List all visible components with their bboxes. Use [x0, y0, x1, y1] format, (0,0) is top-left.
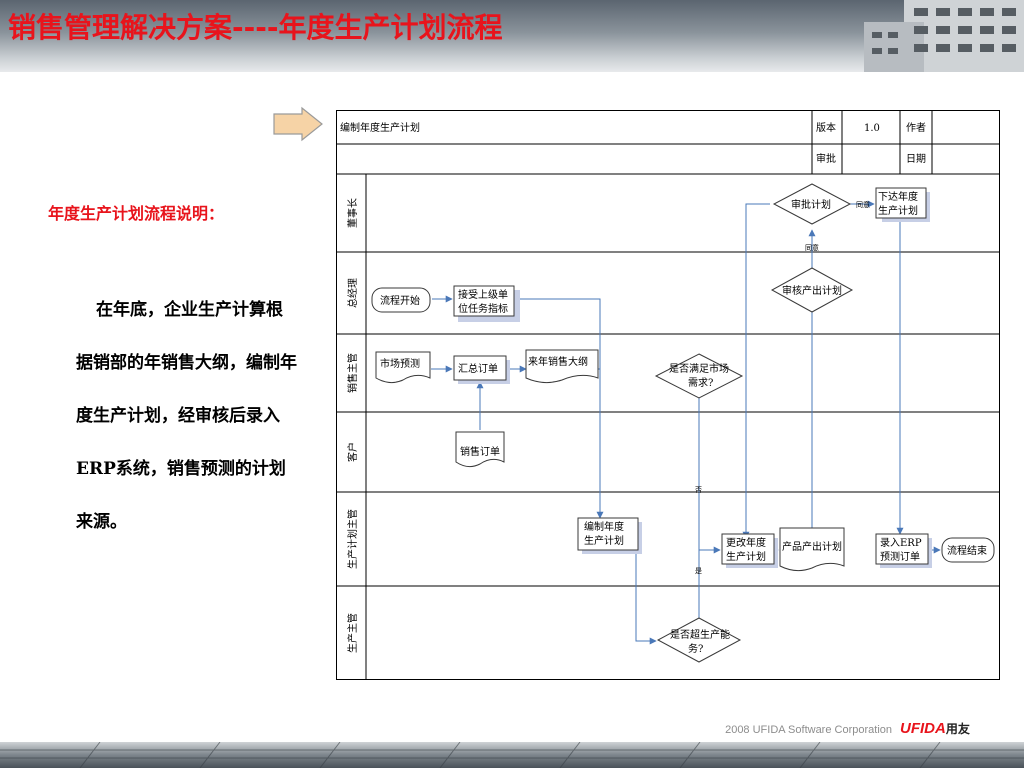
process-description: 在年底，企业生产计算根据销部的年销售大纲，编制年度生产计划，经审核后录入ERP系…: [76, 300, 297, 532]
node-modify-line2: 生产计划: [726, 550, 766, 563]
node-plan-line2: 生产计划: [584, 534, 624, 547]
node-capacity-question-line1: 是否超生产能: [670, 628, 730, 641]
node-market-question-line1: 是否满足市场: [669, 362, 729, 375]
table-title: 编制年度生产计划: [340, 121, 420, 134]
node-plan-line1: 编制年度: [584, 520, 624, 533]
building-graphic: [864, 0, 1024, 72]
edge-label-agree-review: 同意: [805, 243, 819, 252]
lane-general-manager: 总经理: [346, 278, 359, 308]
lane-customer: 客户: [346, 442, 359, 462]
date-label: 日期: [906, 153, 926, 165]
node-issue-line1: 下达年度: [878, 190, 918, 203]
flowchart: 编制年度生产计划 版本 1.0 作者 审批 日期 董事长 总经理 销售主管 客户…: [336, 110, 1000, 680]
node-forecast: 市场预测: [380, 357, 420, 370]
node-sales-outline: 来年销售大纲: [528, 355, 588, 368]
edge-label-agree-issue: 同意: [856, 200, 870, 209]
node-receive-line1: 接受上级单: [458, 288, 508, 301]
header-banner: 销售管理解决方案----年度生产计划流程: [0, 0, 1024, 72]
lane-production-planning: 生产计划主管: [346, 509, 359, 569]
process-subtitle: 年度生产计划流程说明：: [48, 204, 225, 223]
lane-chairman: 董事长: [346, 198, 359, 228]
approve-label: 审批: [816, 152, 836, 165]
footer-copyright: 2008 UFIDA Software Corporation: [725, 724, 892, 736]
lane-production-manager: 生产主管: [346, 613, 359, 653]
footer-banner: [0, 742, 1024, 768]
node-start: 流程开始: [380, 294, 420, 307]
node-capacity-question-line2: 务?: [688, 642, 703, 655]
node-market-question-line2: 需求?: [688, 377, 713, 389]
node-issue-line2: 生产计划: [878, 204, 918, 217]
edge-label-yes: 是: [695, 567, 702, 575]
lane-sales-manager: 销售主管: [346, 353, 359, 393]
node-sales-order: 销售订单: [460, 445, 500, 458]
node-record-line1: 录入ERP: [880, 537, 922, 549]
ufida-logo: UFIDA用友: [900, 720, 970, 737]
version-label: 版本: [816, 121, 836, 134]
node-review: 审核产出计划: [782, 284, 842, 297]
edge-label-no: 否: [695, 486, 702, 494]
node-summarize: 汇总订单: [458, 362, 498, 375]
node-receive-line2: 位任务指标: [458, 302, 508, 315]
version-value: 1.0: [864, 123, 880, 134]
arrow-right-icon: [272, 106, 324, 142]
node-end: 流程结束: [947, 544, 987, 557]
node-modify-line1: 更改年度: [726, 536, 766, 549]
page-title: 销售管理解决方案----年度生产计划流程: [8, 11, 503, 44]
node-record-line2: 预测订单: [880, 550, 920, 563]
node-approve: 审批计划: [791, 198, 831, 211]
node-output-plan: 产品产出计划: [782, 540, 842, 553]
author-label: 作者: [906, 122, 926, 134]
